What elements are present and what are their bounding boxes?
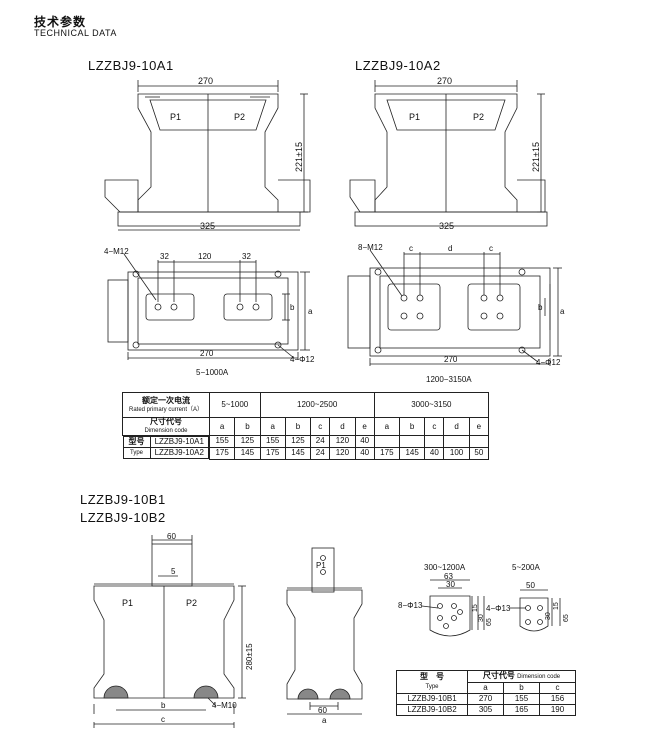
drawing-a2-top: 8−M12 c d c b a 270 4−Φ12 1200−3150A	[347, 243, 565, 384]
table-a-type: LZZBJ9-10A1	[149, 436, 209, 448]
table-a-code: b	[234, 417, 261, 436]
table-row: 175 145 175 145 24 120 40 175 145 40 100…	[123, 446, 490, 460]
table-a-range-1: 5~1000	[209, 392, 261, 418]
table-a-code: d	[329, 417, 356, 436]
b2-holes: 4−Φ13	[486, 604, 511, 613]
model-label-a1: LZZBJ9-10A1	[88, 58, 174, 73]
b-b: b	[161, 701, 166, 710]
table-b-type-label: 型 号 Type	[396, 670, 468, 694]
table-b-col: b	[503, 682, 540, 694]
a1-bottom-width: 270	[200, 349, 214, 358]
b-side-p1: P1	[316, 561, 326, 570]
b1-dim63: 63	[444, 572, 453, 581]
a1-p1: P1	[170, 112, 181, 122]
table-row: LZZBJ9-10B2 305 165 190	[396, 704, 576, 716]
a1-a: a	[308, 307, 313, 316]
b-height: 280±15	[245, 643, 254, 670]
a2-p2: P2	[473, 112, 484, 122]
a1-b: b	[290, 303, 295, 312]
b2-dim15: 15	[553, 602, 560, 610]
b2-dim65: 65	[563, 614, 570, 622]
a2-caption: 1200−3150A	[426, 375, 472, 384]
a2-p1: P1	[409, 112, 420, 122]
b-p2: P2	[186, 598, 197, 608]
b1-caption: 300~1200A	[424, 563, 466, 572]
model-label-b2: LZZBJ9-10B2	[80, 510, 166, 525]
b-dim5: 5	[171, 567, 176, 576]
b-side-a: a	[322, 716, 327, 724]
a1-base-width: 325	[200, 221, 215, 231]
section-title-cn: 技术参数	[34, 15, 87, 29]
b2-caption: 5~200A	[512, 563, 540, 572]
terminal-b2: 5~200A 50 4−Φ13 30 15 65	[486, 563, 570, 632]
a1-dim32a: 32	[160, 252, 169, 261]
table-a-type-label-cn: 型号	[122, 436, 151, 448]
table-a-rated-label: 额定一次电流 Rated primary current（A）	[122, 392, 210, 418]
dimension-table-b: 型 号 Type 尺寸代号 Dimension code a b c LZZBJ…	[396, 670, 576, 716]
a2-a: a	[560, 307, 565, 316]
drawing-a2-front: 270 P1 P2 325 221±15	[349, 76, 548, 231]
table-a-code: e	[354, 417, 375, 436]
a1-holes: 4−Φ12	[290, 355, 315, 364]
drawing-b-front: 60 5 P1 P2 280±15 4−M10 b c	[93, 532, 254, 728]
drawing-a1-front: 270 P1 P2 325 221±15	[104, 76, 311, 231]
a1-top-width: 270	[198, 76, 213, 86]
table-b-code-label: 尺寸代号 Dimension code	[467, 670, 576, 683]
b1-dim15: 15	[472, 604, 479, 612]
model-label-a2: LZZBJ9-10A2	[355, 58, 441, 73]
a1-height: 221±15	[294, 142, 304, 172]
a2-holes: 4−Φ12	[536, 358, 561, 367]
b1-dim30v: 30	[478, 614, 485, 622]
b-p1: P1	[122, 598, 133, 608]
b-bolt: 4−M10	[212, 701, 237, 710]
a1-caption: 5−1000A	[196, 368, 229, 377]
a2-bolt: 8−M12	[358, 243, 383, 252]
terminal-b1: 300~1200A 63 30 8−Φ13 15 30 65	[398, 563, 493, 637]
a1-dim120: 120	[198, 252, 212, 261]
a2-top-width: 270	[437, 76, 452, 86]
a2-height: 221±15	[531, 142, 541, 172]
table-a-code: c	[310, 417, 331, 436]
header-bar	[30, 24, 630, 38]
table-a-range-3: 3000~3150	[373, 392, 490, 418]
a1-p2: P2	[234, 112, 245, 122]
a1-bolt: 4−M12	[104, 247, 129, 256]
a2-c2: c	[489, 244, 493, 253]
a2-d: d	[448, 244, 452, 253]
table-a-code: b	[284, 417, 312, 436]
b1-dim30: 30	[446, 580, 455, 589]
table-a-code: c	[424, 417, 445, 436]
table-b-col: c	[539, 682, 576, 694]
drawing-b-side: P1 60 a	[286, 547, 363, 724]
section-title-en: TECHNICAL DATA	[34, 28, 117, 38]
b1-dim65: 65	[486, 618, 493, 626]
table-a-code: b	[398, 417, 426, 436]
b2-dim50: 50	[526, 581, 535, 590]
table-b-col: a	[467, 682, 504, 694]
table-a-code: a	[373, 417, 401, 436]
table-a-range-2: 1200~2500	[259, 392, 375, 418]
dimension-table-a: 额定一次电流 Rated primary current（A） 5~1000 1…	[122, 392, 490, 460]
drawing-a1-top: 4−M12 32 120 32 b a 270 4−Φ12 5−1000A	[104, 247, 315, 377]
b-side-dim60: 60	[318, 706, 327, 715]
b-c: c	[161, 715, 165, 724]
a1-dim32b: 32	[242, 252, 251, 261]
a2-base-width: 325	[439, 221, 454, 231]
a2-c1: c	[409, 244, 413, 253]
a2-b: b	[538, 303, 543, 312]
table-a-code: a	[259, 417, 286, 436]
model-label-b1: LZZBJ9-10B1	[80, 492, 166, 507]
b1-holes: 8−Φ13	[398, 601, 423, 610]
table-a-type-label-en: Type	[122, 447, 151, 459]
table-a-code: e	[468, 417, 490, 436]
table-a-type: LZZBJ9-10A2	[149, 447, 209, 459]
b-dim60: 60	[167, 532, 176, 541]
table-row: 型号 LZZBJ9-10A1 Type LZZBJ9-10A2 155 125 …	[122, 435, 490, 459]
table-a-code-label: 尺寸代号 Dimension code	[122, 417, 210, 436]
table-a-code: a	[208, 417, 236, 436]
a2-bottom-width: 270	[444, 355, 458, 364]
table-row: LZZBJ9-10B1 270 155 156	[396, 693, 576, 705]
b2-dim30v: 30	[545, 612, 552, 620]
table-a-code: d	[443, 417, 470, 436]
